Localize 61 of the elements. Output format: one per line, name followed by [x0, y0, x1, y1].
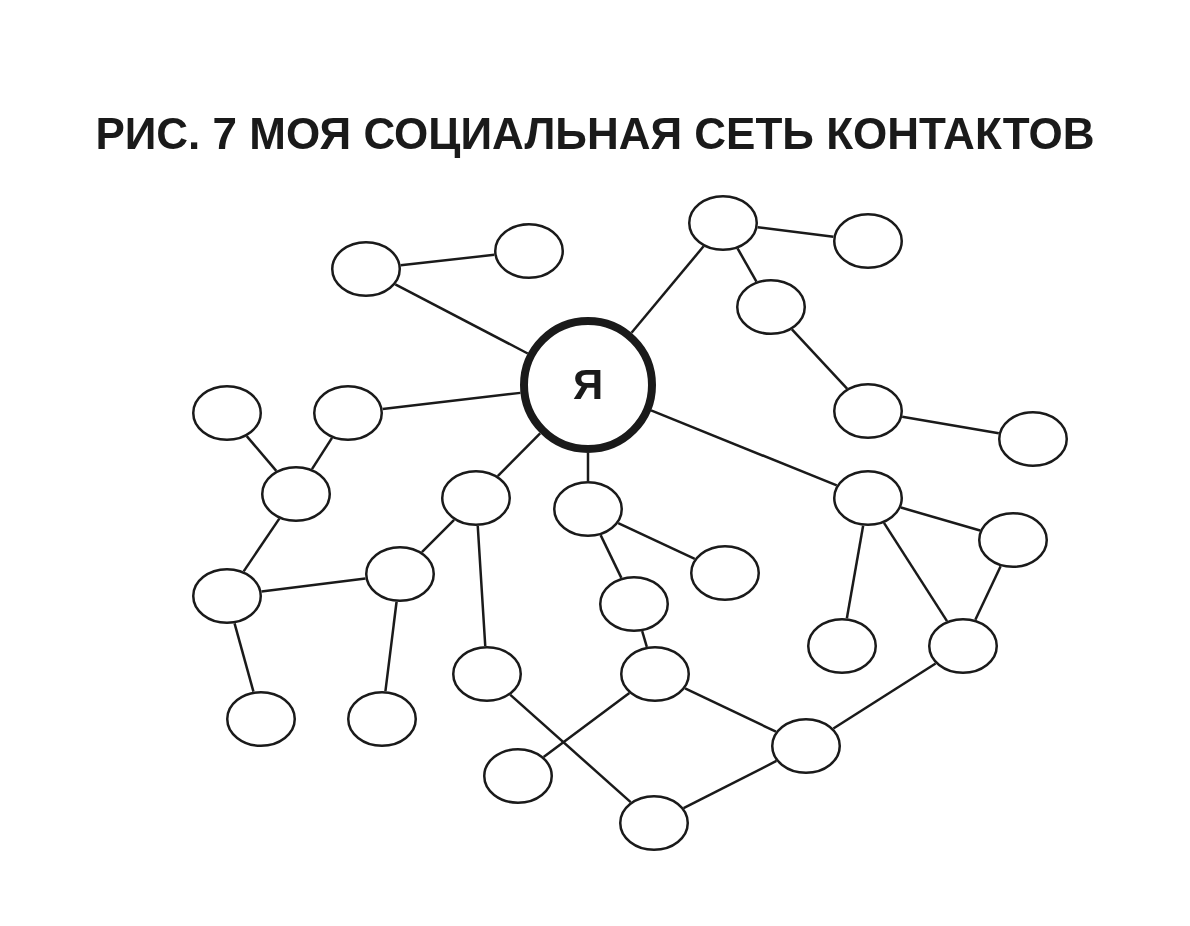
contact-ellipse	[620, 646, 690, 702]
contact-ellipse	[347, 691, 417, 747]
connector-line	[599, 534, 623, 579]
contact-ellipse	[928, 618, 998, 674]
contact-ellipse	[331, 241, 401, 297]
connector-line	[902, 415, 999, 435]
contact-ellipse	[599, 576, 669, 632]
figure-title: РИС. 7 МОЯ СОЦИАЛЬНАЯ СЕТЬ КОНТАКТОВ	[95, 110, 1095, 159]
connector-line	[845, 525, 865, 619]
contact-ellipse	[313, 385, 383, 441]
connector-line	[382, 391, 521, 411]
connector-line	[900, 506, 981, 532]
contact-ellipse	[441, 470, 511, 526]
connector-line	[736, 247, 758, 283]
connector-line	[683, 759, 777, 810]
connector-line	[261, 577, 366, 593]
connector-line	[832, 662, 937, 730]
contact-ellipse	[688, 195, 758, 251]
contact-ellipse	[452, 646, 522, 702]
contact-ellipse	[833, 470, 903, 526]
connector-line	[684, 687, 777, 733]
connector-line	[757, 226, 834, 238]
contact-ellipse	[736, 279, 806, 335]
connector-line	[420, 518, 456, 554]
contact-ellipse	[998, 411, 1068, 467]
contact-ellipse	[192, 385, 262, 441]
contact-ellipse	[494, 223, 564, 279]
contact-ellipse	[483, 748, 553, 804]
connector-line	[233, 623, 255, 692]
contact-ellipse	[261, 466, 331, 522]
connector-line	[882, 522, 949, 622]
contact-ellipse	[833, 213, 903, 269]
contact-ellipse	[553, 481, 623, 537]
contact-ellipse	[771, 718, 841, 774]
node-label: Я	[572, 364, 604, 406]
connector-line	[400, 253, 495, 267]
connector-line	[384, 601, 398, 692]
contact-ellipse	[978, 512, 1048, 568]
connector-line	[640, 630, 649, 648]
center-circle	[520, 317, 656, 453]
contact-ellipse	[833, 383, 903, 439]
connector-line	[509, 693, 632, 804]
connector-line	[245, 435, 278, 472]
connector-line	[650, 409, 838, 487]
contact-ellipse	[192, 568, 262, 624]
connector-line	[542, 692, 631, 758]
connector-line	[476, 525, 487, 647]
connector-line	[310, 437, 334, 470]
connector-line	[496, 432, 541, 477]
connector-line	[586, 453, 590, 481]
connector-line	[630, 245, 705, 334]
contact-ellipse	[690, 545, 760, 601]
contact-ellipse	[226, 691, 296, 747]
contact-ellipse	[619, 795, 689, 851]
connector-line	[242, 517, 281, 573]
contact-ellipse	[365, 546, 435, 602]
contact-ellipse	[807, 618, 877, 674]
connector-line	[974, 565, 1002, 621]
connector-line	[617, 522, 696, 560]
connector-line	[394, 283, 529, 355]
connector-line	[791, 328, 848, 390]
